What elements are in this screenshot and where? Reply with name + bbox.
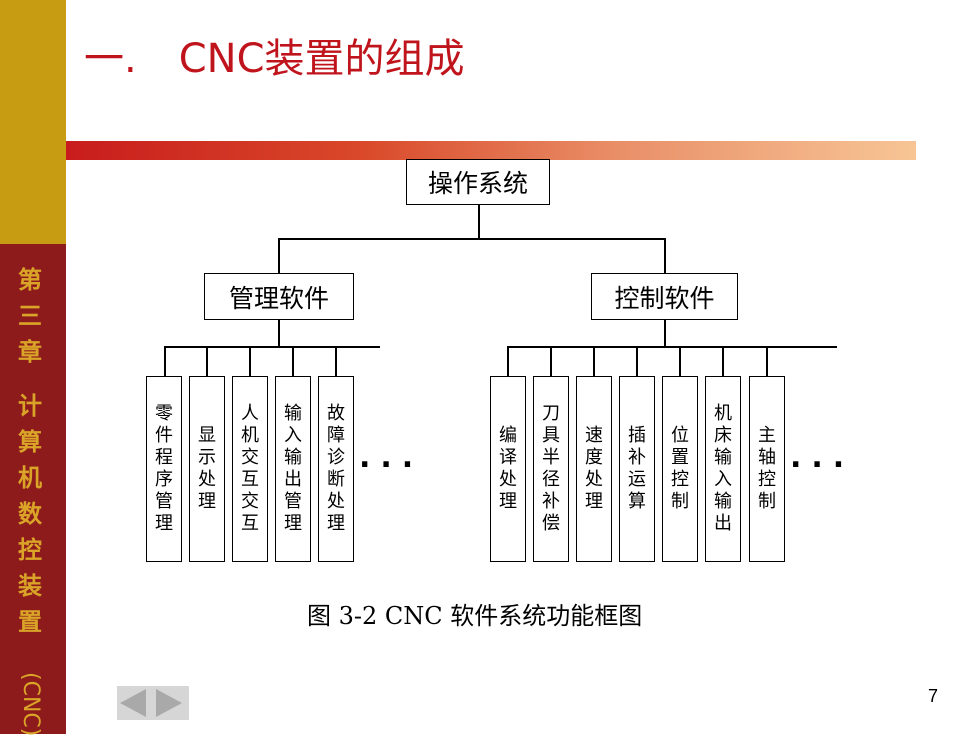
sidebar-bottom-band	[0, 244, 66, 734]
chapter-char: 数	[18, 500, 42, 528]
control-ellipsis: ...	[790, 440, 855, 475]
connector-line	[664, 320, 666, 347]
node-position-control: 位置控制	[662, 376, 698, 562]
node-control-label: 控制软件	[614, 283, 715, 313]
node-label: 故障诊断处理	[327, 403, 345, 534]
node-label: 主轴控制	[758, 425, 776, 512]
node-label: 位置控制	[671, 425, 689, 512]
page-title: 一. CNC装置的组成	[84, 26, 465, 86]
connector-line	[679, 346, 681, 376]
chapter-char: 装	[18, 572, 42, 600]
node-io-management: 输入输出管理	[275, 376, 311, 562]
node-label: 速度处理	[585, 425, 603, 512]
connector-line	[164, 346, 166, 376]
node-fault-diagnosis: 故障诊断处理	[318, 376, 354, 562]
node-part-program-management: 零件程序管理	[146, 376, 182, 562]
connector-line	[507, 346, 509, 376]
connector-line	[636, 346, 638, 376]
node-speed-processing: 速度处理	[576, 376, 612, 562]
chapter-char: 算	[18, 428, 42, 456]
node-root: 操作系统	[406, 159, 550, 205]
node-label: 编译处理	[499, 425, 517, 512]
connector-line	[593, 346, 595, 376]
chapter-vertical-label: 第 三 章 计 算 机 数 控 装 置 (CNC)	[10, 262, 50, 736]
connector-line	[249, 346, 251, 376]
node-label: 人机交互交互	[241, 403, 259, 534]
connector-line	[550, 346, 552, 376]
node-label: 机床输入输出	[714, 403, 732, 534]
connector-line	[206, 346, 208, 376]
chapter-char: 三	[18, 302, 42, 330]
title-gradient-rule	[66, 141, 916, 160]
node-control-software: 控制软件	[591, 273, 738, 320]
chapter-char: 计	[18, 392, 42, 420]
connector-line	[507, 346, 837, 348]
node-label: 刀具半径补偿	[542, 403, 560, 534]
node-spindle-control: 主轴控制	[749, 376, 785, 562]
connector-line	[278, 238, 665, 240]
node-label: 输入输出管理	[284, 403, 302, 534]
node-label: 零件程序管理	[155, 403, 173, 534]
connector-line	[664, 238, 666, 273]
connector-line	[278, 238, 280, 273]
triangle-left-icon[interactable]	[120, 689, 146, 717]
chapter-char: 机	[18, 464, 42, 492]
node-machine-io: 机床输入输出	[705, 376, 741, 562]
connector-line	[292, 346, 294, 376]
connector-line	[278, 320, 280, 347]
triangle-right-icon[interactable]	[156, 689, 182, 717]
node-human-machine-interaction: 人机交互交互	[232, 376, 268, 562]
node-label: 显示处理	[198, 425, 216, 512]
node-interpolation: 插补运算	[619, 376, 655, 562]
title-number: 一.	[84, 36, 137, 82]
chapter-char: 控	[18, 536, 42, 564]
node-compile-processing: 编译处理	[490, 376, 526, 562]
connector-line	[335, 346, 337, 376]
title-text: CNC装置的组成	[178, 36, 465, 82]
node-management-software: 管理软件	[204, 273, 354, 320]
node-management-label: 管理软件	[228, 283, 329, 313]
connector-line	[164, 346, 380, 348]
node-tool-radius-compensation: 刀具半径补偿	[533, 376, 569, 562]
chapter-char: 章	[18, 338, 42, 366]
node-display-processing: 显示处理	[189, 376, 225, 562]
connector-line	[766, 346, 768, 376]
chapter-char: 置	[18, 608, 42, 636]
connector-line	[478, 205, 480, 239]
page-number: 7	[928, 686, 939, 706]
figure-caption: 图 3-2 CNC 软件系统功能框图	[307, 602, 643, 630]
chapter-char: 第	[18, 266, 42, 294]
sidebar-top-band	[0, 0, 66, 244]
management-ellipsis: ...	[359, 440, 424, 475]
node-label: 插补运算	[628, 425, 646, 512]
connector-line	[722, 346, 724, 376]
node-root-label: 操作系统	[427, 169, 528, 198]
